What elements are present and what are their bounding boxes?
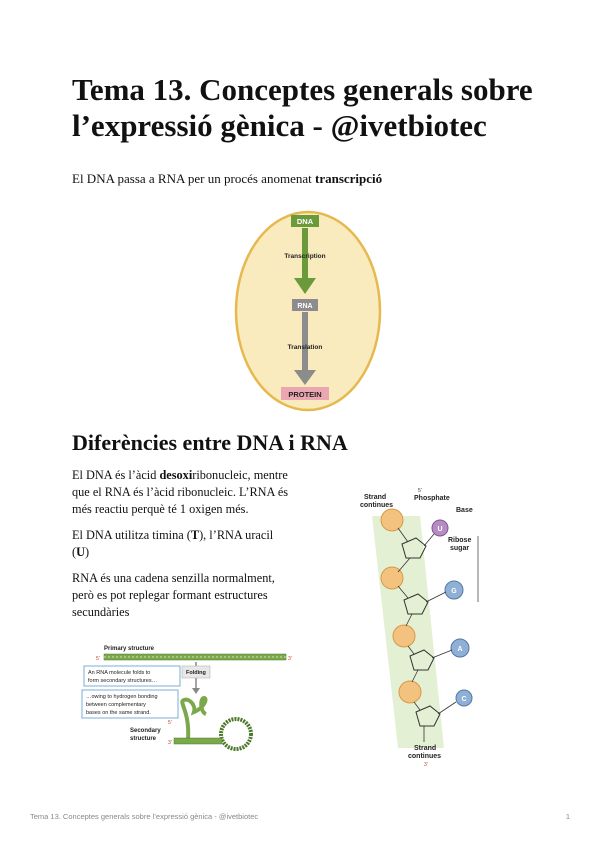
secondary-hairpin-loop [180, 695, 208, 741]
bond-s4-base [437, 701, 457, 715]
phosphate-1 [380, 508, 404, 532]
secondary-label-line1: Secondary [130, 728, 161, 734]
secondary-3prime: 3' [168, 740, 172, 746]
p2-thymine: T [190, 528, 200, 542]
hbond-note-line1: …owing to hydrogen bonding [86, 694, 158, 700]
five-prime-label: 5' [418, 488, 422, 494]
ribose-sugar-4 [415, 705, 441, 727]
primary-3prime: 3' [288, 656, 292, 662]
bond-s1-p2 [397, 557, 411, 573]
primary-5prime: 5' [96, 656, 100, 662]
strand-bottom-label-1: Strand [414, 745, 436, 752]
page-title: Tema 13. Conceptes generals sobre l’expr… [72, 72, 533, 143]
base-letter-g: G [451, 588, 457, 595]
base-letter-a: A [457, 646, 462, 653]
folding-note-line1: An RNA molecule folds to [88, 670, 150, 676]
phosphate-3 [392, 624, 416, 648]
base-letter-c: C [461, 696, 466, 703]
folding-arrow-head [192, 688, 200, 694]
rna-folding-figure: Primary structure 5' 3' An RNA molecule … [81, 646, 292, 751]
footer-text: Tema 13. Conceptes generals sobre l’expr… [30, 812, 259, 821]
p1-bold: desoxi [159, 468, 193, 482]
bond-s2-base [425, 591, 447, 603]
bond-p4-s4 [413, 701, 421, 711]
rna-label: RNA [297, 303, 312, 310]
rna-nucleotide-figure: 5' Strand continues Phosphate Base Ribos… [360, 488, 479, 768]
secondary-stem [173, 737, 223, 745]
paragraph-bases: El DNA utilitza timina (T), l’RNA uracil… [72, 527, 290, 561]
strand-top-label-1: Strand [364, 494, 386, 501]
bond-p2-s2 [397, 585, 409, 599]
folding-note-line2: form secondary structures… [88, 678, 157, 684]
secondary-label-line2: structure [130, 736, 157, 742]
hydrogen-bond-note-box [81, 689, 179, 719]
dna-label: DNA [297, 217, 314, 226]
bond-s3-p4 [411, 669, 419, 683]
translation-arrow-shaft [302, 312, 308, 370]
primary-strand [103, 653, 287, 661]
phosphate-2 [380, 566, 404, 590]
secondary-large-loop [219, 717, 253, 751]
bond-p3-s3 [407, 645, 415, 655]
protein-box [281, 387, 329, 400]
ribose-sugar-2 [403, 593, 429, 615]
translation-label: Translation [288, 344, 323, 351]
bond-s3-base [431, 649, 453, 659]
bond-p1-s1 [397, 527, 409, 543]
page-number: 1 [565, 812, 570, 821]
phosphate-4 [398, 680, 422, 704]
p2-uracil: U [76, 545, 85, 559]
protein-label: PROTEIN [288, 390, 321, 399]
central-dogma-diagram: DNA Transcription RNA Translation PROTEI… [234, 210, 382, 412]
paragraph-single-strand: RNA és una cadena senzilla normalment, p… [72, 571, 275, 619]
intro-bold: transcripció [314, 171, 383, 186]
ribose-label-1: Ribose [448, 537, 471, 544]
section-heading: Diferències entre DNA i RNA [72, 430, 348, 455]
folding-step-box [181, 665, 211, 679]
base-label: Base [456, 507, 473, 514]
folding-step-label: Folding [186, 670, 206, 676]
base-cytosine [455, 689, 473, 707]
ribose-sugar-3 [409, 649, 435, 671]
secondary-5prime: 5' [168, 720, 172, 726]
primary-structure-label: Primary structure [104, 646, 155, 652]
hbond-note-line3: bases on the same strand. [86, 710, 151, 716]
hbond-note-line2: between complementary [86, 702, 146, 708]
p1-text-a: El DNA és l’àcid [72, 468, 160, 482]
translation-arrow-head [294, 370, 316, 385]
page-footer: Tema 13. Conceptes generals sobre l’expr… [30, 812, 570, 821]
base-guanine [444, 580, 464, 600]
bond-s1-base [423, 533, 435, 547]
strand-top-label-2: continues [360, 502, 393, 509]
strand-bottom-label-2: continues [408, 753, 441, 760]
phosphate-label: Phosphate [414, 495, 450, 502]
ribose-label-2: sugar [450, 545, 469, 552]
intro-text: El DNA passa a RNA per un procés anomena… [72, 171, 315, 186]
base-letter-u: U [437, 526, 442, 533]
p2-text-a: El DNA utilitza timina ( [72, 528, 191, 542]
three-prime-label: 3' [424, 762, 428, 768]
bond-s2-p3 [405, 613, 413, 627]
transcription-arrow-head [294, 278, 316, 294]
ribose-sugar-1 [401, 537, 427, 559]
p2-text-b: ), l’RNA uracil ( [72, 528, 274, 559]
rna-box [292, 299, 318, 311]
p2-text-c: ) [85, 545, 90, 559]
transcription-arrow-shaft [302, 228, 308, 278]
intro-paragraph: El DNA passa a RNA per un procés anomena… [72, 170, 382, 188]
folding-note-box [83, 665, 181, 687]
base-uracil [431, 519, 449, 537]
p1-text-b: ribonucleic, mentre que el RNA és l’àcid… [72, 468, 289, 516]
base-adenine [450, 638, 470, 658]
dna-box [291, 215, 319, 227]
paragraph-dna-vs-rna: El DNA és l’àcid desoxiribonucleic, ment… [72, 467, 290, 518]
transcription-label: Transcription [284, 253, 325, 260]
